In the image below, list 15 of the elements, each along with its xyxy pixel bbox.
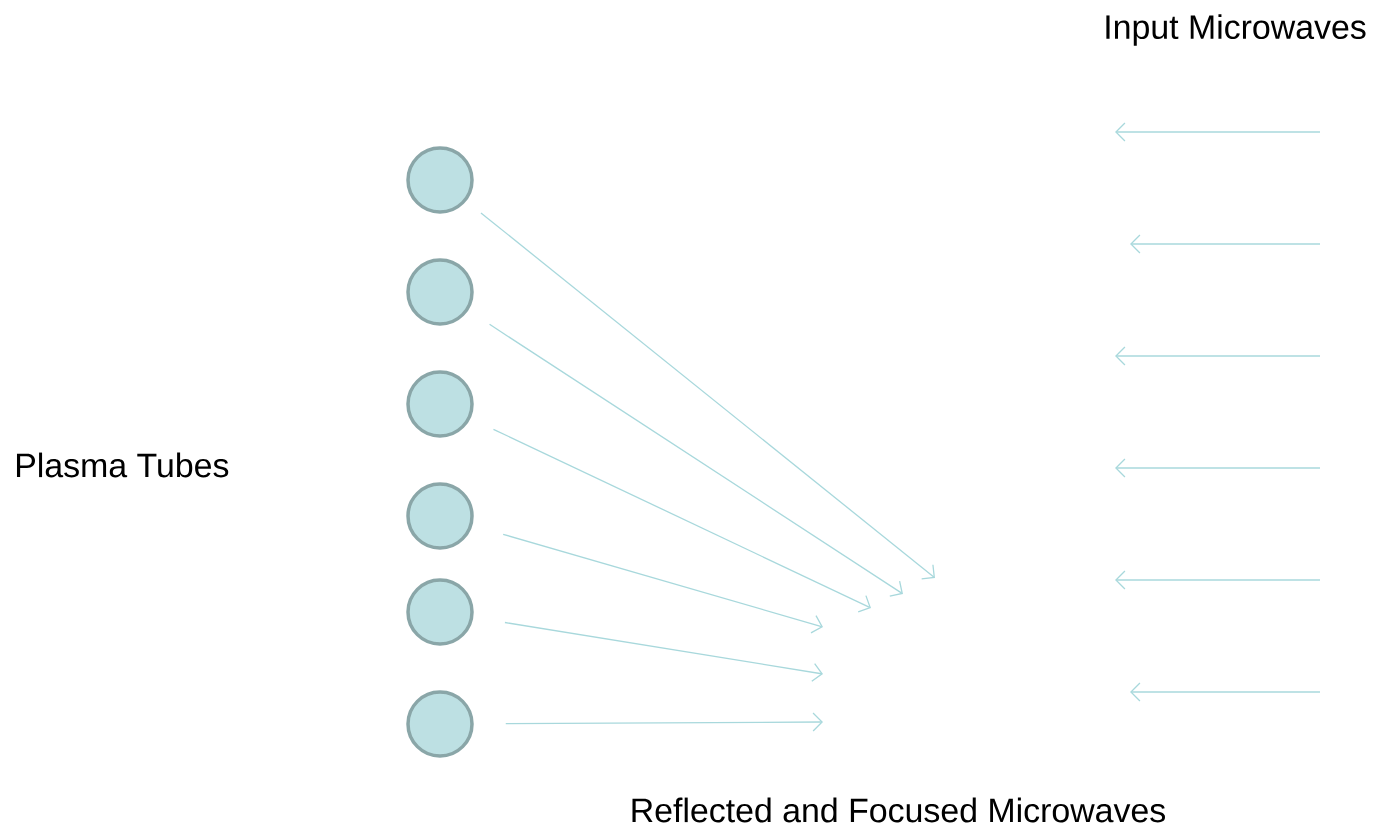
label: Reflected and Focused Microwaves	[632, 797, 1165, 823]
arrow	[505, 712, 823, 732]
arrow	[504, 621, 823, 682]
tube-circle	[406, 370, 474, 438]
label: Plasma Tubes	[17, 452, 229, 478]
tube-circle	[406, 578, 474, 646]
label: Input Microwaves	[1106, 14, 1366, 46]
arrow	[492, 428, 871, 613]
tube-circle	[406, 690, 474, 758]
arrow	[502, 533, 823, 634]
tube-circle	[406, 258, 474, 326]
arrow	[480, 212, 935, 580]
tube-circle	[406, 482, 474, 550]
tube-circle	[406, 146, 474, 214]
arrow	[488, 323, 903, 597]
